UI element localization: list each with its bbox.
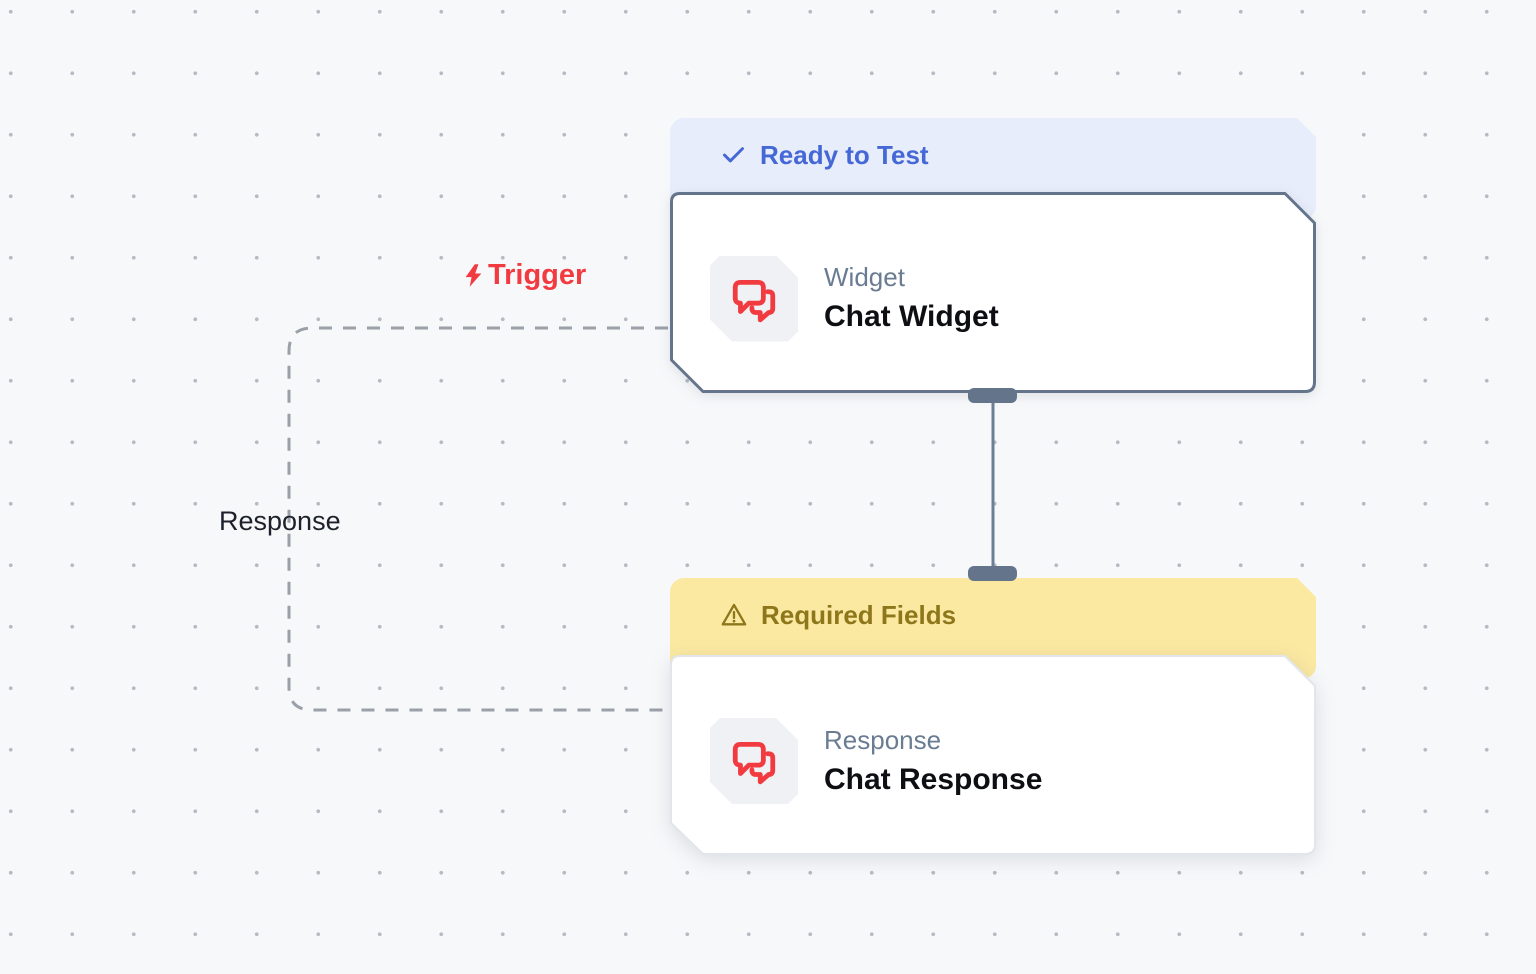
node-type-label: Widget xyxy=(824,262,905,292)
response-edge-label[interactable]: Response xyxy=(219,505,341,537)
required-fields-badge-label: Required Fields xyxy=(761,600,957,630)
chat-bubbles-icon xyxy=(729,274,779,324)
chat-widget-node[interactable]: Ready to Test Widget Chat Widget xyxy=(670,118,1316,393)
connector-handle-source[interactable] xyxy=(968,388,1017,403)
lightning-bolt-icon xyxy=(465,264,482,287)
check-icon xyxy=(720,141,747,168)
node-icon-tile xyxy=(710,718,798,804)
node-title: Chat Widget xyxy=(824,300,999,333)
chat-widget-card-outline xyxy=(670,192,1316,393)
connector-handle-target[interactable] xyxy=(968,566,1017,581)
warning-triangle-icon xyxy=(720,601,748,629)
chat-bubbles-icon xyxy=(729,736,779,786)
node-texts: Response Chat Response xyxy=(824,726,1042,797)
node-texts: Widget Chat Widget xyxy=(824,263,999,334)
node-icon-tile xyxy=(710,256,798,342)
chat-response-card-outline xyxy=(670,655,1316,855)
trigger-edge-label-text: Trigger xyxy=(488,259,587,291)
node-type-label: Response xyxy=(824,724,942,755)
ready-to-test-badge-label: Ready to Test xyxy=(760,140,929,170)
chat-response-card[interactable]: Response Chat Response xyxy=(670,655,1316,855)
chat-response-card-content: Response Chat Response xyxy=(670,655,1316,855)
chat-widget-card-content: Widget Chat Widget xyxy=(670,192,1316,393)
node-title: Chat Response xyxy=(824,762,1043,796)
chat-response-node[interactable]: Required Fields Response Chat Resp xyxy=(670,578,1316,855)
response-edge-label-text: Response xyxy=(219,506,341,536)
trigger-edge-label[interactable]: Trigger xyxy=(460,259,586,292)
chat-widget-card[interactable]: Widget Chat Widget xyxy=(670,192,1316,393)
response-edge-path xyxy=(287,326,668,712)
